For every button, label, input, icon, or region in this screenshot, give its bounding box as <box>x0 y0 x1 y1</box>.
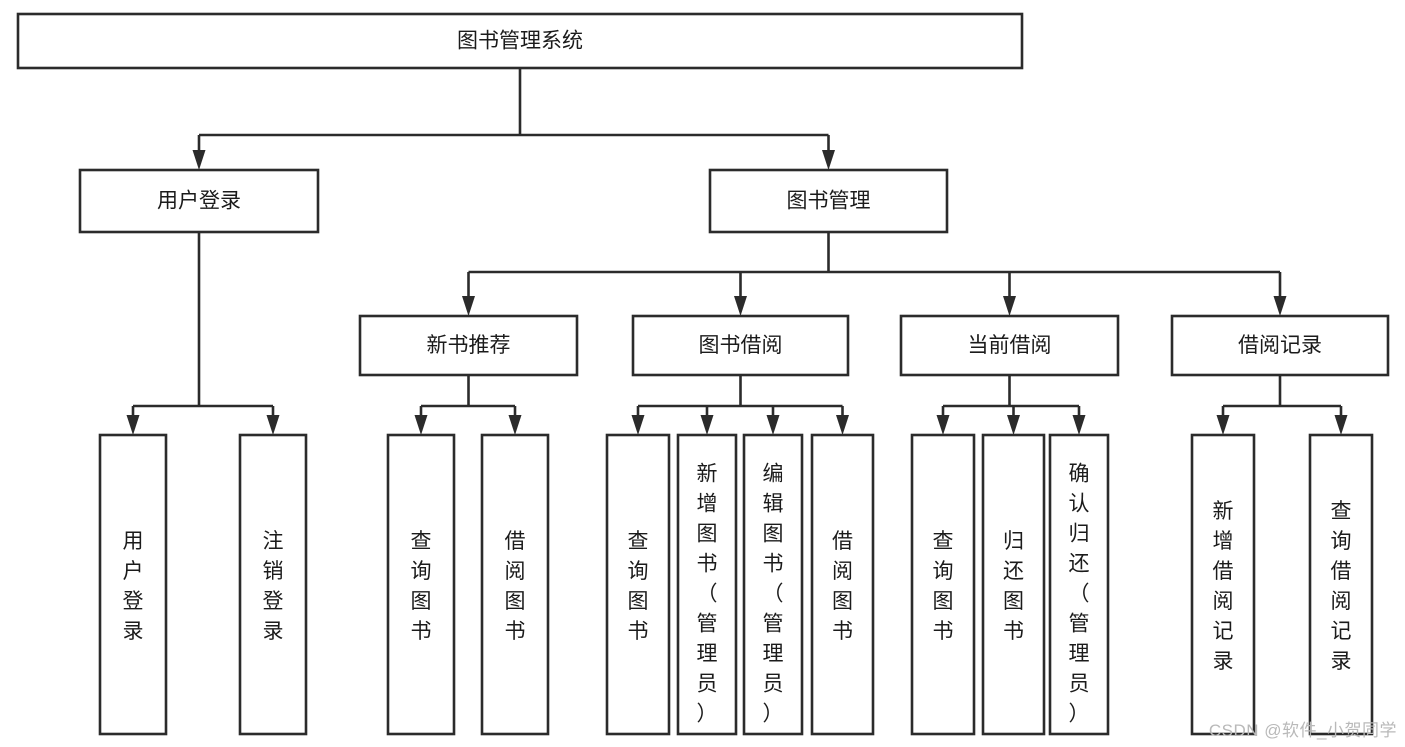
node-leaf-user-login[interactable]: 用户登录 <box>98 433 168 736</box>
node-label: 新增借阅记录 <box>1213 500 1234 673</box>
node-label: 借阅图书 <box>832 530 853 643</box>
node-label: 新书推荐 <box>427 334 511 357</box>
node-leaf-add-book[interactable]: 新增图书（管理员） <box>676 433 738 736</box>
node-label: 图书借阅 <box>699 334 783 357</box>
node-root[interactable]: 图书管理系统 <box>16 12 1024 70</box>
node-label: 查询图书 <box>628 530 649 643</box>
arrow-head-icon <box>508 415 522 435</box>
node-box[interactable] <box>16 12 1024 70</box>
arrow-head-icon <box>1216 415 1230 435</box>
node-box[interactable] <box>238 433 308 736</box>
arrow-head-icon <box>1003 296 1016 316</box>
node-label: 用户登录 <box>157 190 241 213</box>
node-box[interactable] <box>605 433 671 736</box>
node-box[interactable] <box>78 168 320 234</box>
edge-group-user_login <box>126 232 280 435</box>
node-leaf-query-book-3[interactable]: 查询图书 <box>910 433 976 736</box>
node-box[interactable] <box>981 433 1046 736</box>
node-label: 当前借阅 <box>968 334 1052 357</box>
arrow-head-icon <box>1007 415 1020 435</box>
node-leaf-borrow-book-1[interactable]: 借阅图书 <box>480 433 550 736</box>
node-box[interactable] <box>676 433 738 736</box>
arrow-head-icon <box>462 296 475 316</box>
node-label: 查询图书 <box>933 530 954 643</box>
arrow-head-icon <box>936 415 950 435</box>
node-box[interactable] <box>631 314 850 377</box>
node-current-borrow[interactable]: 当前借阅 <box>899 314 1120 377</box>
node-label: 借阅记录 <box>1238 334 1322 357</box>
node-book-manage[interactable]: 图书管理 <box>708 168 949 234</box>
node-box[interactable] <box>742 433 804 736</box>
node-leaf-logout[interactable]: 注销登录 <box>238 433 308 736</box>
node-label: 编辑图书（管理员） <box>763 462 784 725</box>
node-leaf-query-record[interactable]: 查询借阅记录 <box>1308 433 1374 736</box>
node-user-login[interactable]: 用户登录 <box>78 168 320 234</box>
node-leaf-borrow-book-2[interactable]: 借阅图书 <box>810 433 875 736</box>
node-label: 查询图书 <box>411 530 432 643</box>
node-box[interactable] <box>899 314 1120 377</box>
node-label: 查询借阅记录 <box>1331 500 1352 673</box>
arrow-head-icon <box>766 415 780 435</box>
watermark-label: CSDN @软件_小贺同学 <box>1208 721 1397 740</box>
node-leaf-edit-book[interactable]: 编辑图书（管理员） <box>742 433 804 736</box>
node-label: 图书管理 <box>787 190 871 213</box>
arrow-head-icon <box>266 415 280 435</box>
node-leaf-add-record[interactable]: 新增借阅记录 <box>1190 433 1256 736</box>
node-label: 注销登录 <box>263 530 284 643</box>
arrow-head-icon <box>414 415 428 435</box>
node-label: 新增图书（管理员） <box>697 462 718 725</box>
node-box[interactable] <box>358 314 579 377</box>
edges-layer <box>126 68 1348 435</box>
node-leaf-query-book-2[interactable]: 查询图书 <box>605 433 671 736</box>
node-box[interactable] <box>1170 314 1390 377</box>
node-new-book-rec[interactable]: 新书推荐 <box>358 314 579 377</box>
node-box[interactable] <box>910 433 976 736</box>
node-box[interactable] <box>1308 433 1374 736</box>
arrow-head-icon <box>700 415 714 435</box>
nodes-layer: 图书管理系统用户登录图书管理新书推荐图书借阅当前借阅借阅记录用户登录注销登录查询… <box>16 12 1390 736</box>
arrow-head-icon <box>631 415 645 435</box>
node-label: 确认归还（管理员） <box>1069 462 1090 725</box>
edge-group-root <box>192 68 835 170</box>
node-box[interactable] <box>1048 433 1110 736</box>
arrow-head-icon <box>822 150 835 170</box>
node-box[interactable] <box>810 433 875 736</box>
node-label: 借阅图书 <box>505 530 526 643</box>
node-box[interactable] <box>1190 433 1256 736</box>
node-label: 归还图书 <box>1003 530 1024 643</box>
node-box[interactable] <box>708 168 949 234</box>
node-box[interactable] <box>98 433 168 736</box>
arrow-head-icon <box>1273 296 1287 316</box>
arrow-head-icon <box>734 296 747 316</box>
node-label: 用户登录 <box>123 530 144 643</box>
arrow-head-icon <box>1334 415 1348 435</box>
edge-group-book_manage <box>462 232 1287 316</box>
arrow-head-icon <box>192 150 206 170</box>
node-leaf-confirm-return[interactable]: 确认归还（管理员） <box>1048 433 1110 736</box>
node-borrow-record[interactable]: 借阅记录 <box>1170 314 1390 377</box>
edge-group-new_book_rec <box>414 375 522 435</box>
edge-group-book_borrow <box>631 375 849 435</box>
node-box[interactable] <box>480 433 550 736</box>
arrow-head-icon <box>126 415 140 435</box>
edge-group-current_borrow <box>936 375 1086 435</box>
node-box[interactable] <box>386 433 456 736</box>
node-leaf-query-book-1[interactable]: 查询图书 <box>386 433 456 736</box>
node-book-borrow[interactable]: 图书借阅 <box>631 314 850 377</box>
arrow-head-icon <box>1072 415 1086 435</box>
edge-group-borrow_record <box>1216 375 1348 435</box>
node-leaf-return-book[interactable]: 归还图书 <box>981 433 1046 736</box>
arrow-head-icon <box>836 415 849 435</box>
node-label: 图书管理系统 <box>457 30 583 53</box>
